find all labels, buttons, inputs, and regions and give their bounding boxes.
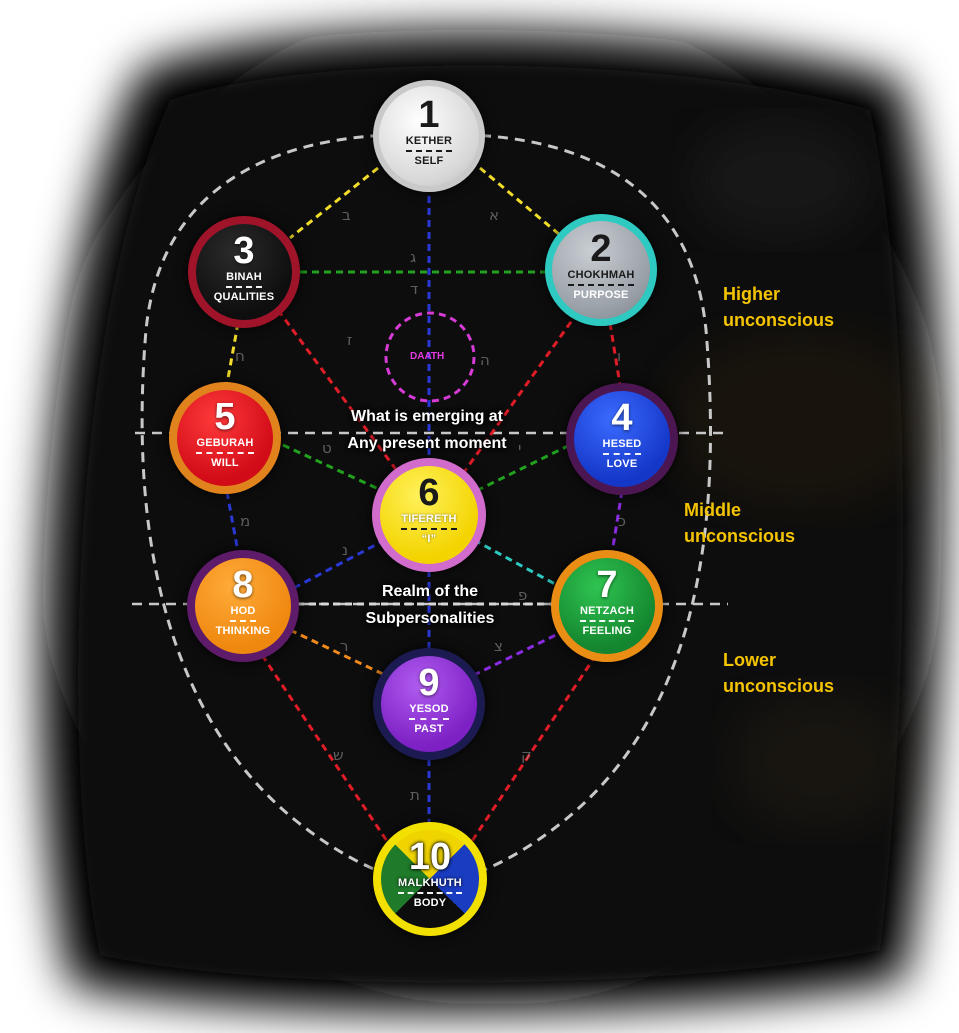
hebrew-letter: ב	[342, 206, 351, 224]
sephirah-meaning: PURPOSE	[573, 289, 629, 301]
zone-label-line2: unconscious	[723, 310, 835, 330]
hebrew-letter: ר	[340, 637, 349, 655]
sephirah-hod[interactable]: 8 HOD THINKING	[187, 550, 299, 662]
zone-label-line2: unconscious	[723, 676, 835, 696]
sephirah-meaning: THINKING	[215, 625, 271, 637]
sephirah-meaning: FEELING	[582, 625, 632, 637]
hebrew-letter: ת	[410, 786, 420, 804]
zone-label-higher: Higher unconscious	[723, 281, 834, 333]
sephirah-number: 10	[408, 836, 452, 878]
hebrew-letter: ד	[410, 280, 419, 298]
sephirah-number: 1	[418, 94, 440, 136]
path-hod-malkhuth	[260, 654, 395, 851]
sephirah-name: YESOD	[409, 704, 449, 720]
path-kether-chokhmah	[479, 166, 561, 237]
hebrew-letter: ק	[521, 746, 532, 764]
path-netzach-yesod	[473, 628, 567, 677]
sephirah-netzach[interactable]: 7 NETZACH FEELING	[551, 550, 663, 662]
emerging-caption-line2: Any present moment	[347, 435, 507, 452]
hebrew-letter: ח	[235, 347, 245, 365]
hebrew-letter: נ	[342, 541, 349, 559]
hebrew-letter: ה	[480, 351, 490, 369]
path-geburah-hod	[225, 491, 240, 553]
path-chokhmah-hesed	[608, 322, 622, 386]
sephirah-number: 7	[596, 564, 618, 606]
zone-label-line1: Middle	[684, 500, 741, 520]
sephirah-name: KETHER	[405, 136, 453, 152]
sephirah-name: MALKHUTH	[398, 878, 462, 894]
sephirah-number: 2	[590, 228, 612, 270]
sephirah-name: HESED	[602, 439, 642, 455]
zone-label-lower: Lower unconscious	[723, 647, 834, 699]
path-kether-binah	[289, 166, 379, 240]
hebrew-letter: א	[489, 206, 500, 224]
hebrew-letter: ז	[347, 331, 353, 349]
sephirah-kether[interactable]: 1 KETHER SELF	[373, 80, 485, 192]
path-hod-yesod	[289, 628, 386, 677]
sephirah-meaning: “I”	[421, 533, 437, 545]
sephirah-chokhmah[interactable]: 2 CHOKHMAH PURPOSE	[545, 214, 657, 326]
sephirah-number: 6	[418, 472, 440, 514]
hebrew-letter: ו	[617, 347, 622, 365]
path-tifereth-netzach	[473, 538, 567, 592]
path-hesed-tifereth	[473, 438, 581, 494]
sephirah-meaning: PAST	[414, 723, 444, 735]
sephirah-meaning: BODY	[413, 897, 447, 909]
sephirah-meaning: QUALITIES	[213, 291, 275, 303]
zone-label-line2: unconscious	[684, 526, 796, 546]
hebrew-letter: צ	[494, 637, 503, 655]
sephirah-tifereth[interactable]: 6 TIFERETH “I”	[372, 458, 486, 572]
path-chokhmah-tifereth	[460, 311, 580, 476]
zone-label-line1: Higher	[723, 284, 781, 304]
hebrew-letter: פ	[518, 586, 528, 604]
sephirah-name: NETZACH	[580, 606, 634, 622]
path-tifereth-hod	[289, 538, 386, 592]
hebrew-letter: ט	[322, 439, 332, 457]
sephirah-name: TIFERETH	[401, 514, 457, 530]
zone-label-line1: Lower	[723, 650, 777, 670]
sephirah-geburah[interactable]: 5 GEBURAH WILL	[169, 382, 281, 494]
sephirah-malkhuth[interactable]: 10 MALKHUTH BODY	[373, 822, 487, 936]
path-hesed-netzach	[610, 490, 624, 554]
hebrew-letter: י	[518, 439, 522, 457]
sephirah-name: GEBURAH	[196, 438, 254, 454]
hebrew-letter: ש	[333, 746, 344, 764]
sephirah-name: CHOKHMAH	[567, 270, 635, 286]
sephirah-number: 3	[233, 230, 255, 272]
realm-caption-line1: Realm of the	[381, 583, 478, 600]
realm-caption-line2: Subpersonalities	[365, 610, 495, 627]
daath-label: DAATH	[410, 351, 445, 362]
sephirah-meaning: LOVE	[606, 458, 638, 470]
path-geburah-tifereth	[271, 438, 386, 494]
path-binah-tifereth	[276, 309, 402, 476]
daath-circle	[384, 311, 476, 403]
sephirah-name: BINAH	[226, 272, 262, 288]
realm-caption: Realm of the Subpersonalities	[310, 578, 550, 632]
zone-label-middle: Middle unconscious	[684, 497, 795, 549]
sephirah-meaning: SELF	[414, 155, 444, 167]
hebrew-letter: כ	[618, 512, 626, 530]
sephirah-number: 4	[611, 397, 633, 439]
path-netzach-malkhuth	[464, 654, 598, 851]
sephirah-number: 8	[232, 564, 254, 606]
sephirah-binah[interactable]: 3 BINAH QUALITIES	[188, 216, 300, 328]
sephirah-yesod[interactable]: 9 YESOD PAST	[373, 648, 485, 760]
emerging-caption: What is emerging at Any present moment	[307, 403, 547, 457]
sephirah-hesed[interactable]: 4 HESED LOVE	[566, 383, 678, 495]
hebrew-letter: ג	[410, 248, 417, 266]
sephirah-number: 9	[418, 662, 440, 704]
sephirah-name: HOD	[230, 606, 256, 622]
path-binah-geburah	[225, 322, 240, 385]
emerging-caption-line1: What is emerging at	[350, 408, 504, 425]
sephirah-meaning: WILL	[211, 457, 239, 469]
sephirah-number: 5	[214, 396, 236, 438]
hebrew-letter: מ	[240, 512, 251, 530]
